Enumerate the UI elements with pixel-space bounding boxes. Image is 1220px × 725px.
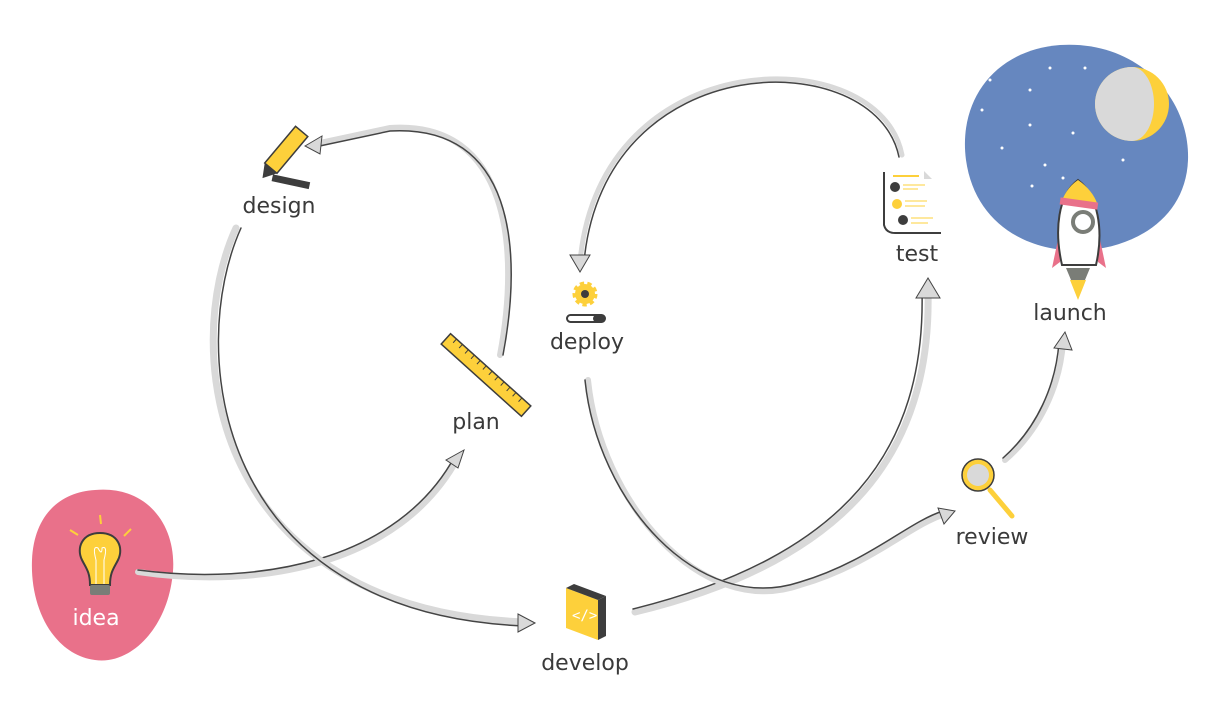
test-checklist-icon (883, 171, 941, 234)
pencil-base-icon (271, 174, 311, 190)
stage-label-develop: develop (541, 651, 629, 676)
gear-icon (572, 281, 598, 307)
ruler-icon (440, 332, 532, 418)
arrowheads (303, 135, 1073, 633)
moon-icon (1095, 67, 1169, 141)
rocket-icon (1052, 178, 1106, 300)
pencil-icon (262, 125, 309, 179)
arrow-test-to-deploy (577, 76, 905, 265)
arrow-plan-to-design (312, 124, 512, 358)
arrow-deploy-to-review (584, 377, 948, 595)
stage-label-idea: idea (72, 606, 120, 631)
code-file-icon: </> (566, 584, 606, 640)
stars-icon (980, 66, 1125, 188)
arrow-design-to-develop (209, 224, 529, 627)
arrow-review-to-launch (1002, 339, 1066, 463)
progress-bar-icon (566, 314, 606, 323)
stage-label-launch: launch (1033, 301, 1107, 326)
arrow-develop-to-test (631, 286, 932, 616)
magnifier-icon (961, 458, 1015, 519)
stage-label-design: design (242, 194, 316, 219)
arrow-idea-to-plan (135, 455, 461, 581)
stage-label-deploy: deploy (549, 330, 625, 355)
svg-text:</>: </> (572, 608, 597, 624)
flow-arrows (135, 76, 1066, 627)
stage-label-plan: plan (452, 410, 500, 435)
lightbulb-icon (69, 514, 132, 595)
stage-label-review: review (955, 525, 1029, 550)
stage-label-test: test (895, 242, 939, 267)
